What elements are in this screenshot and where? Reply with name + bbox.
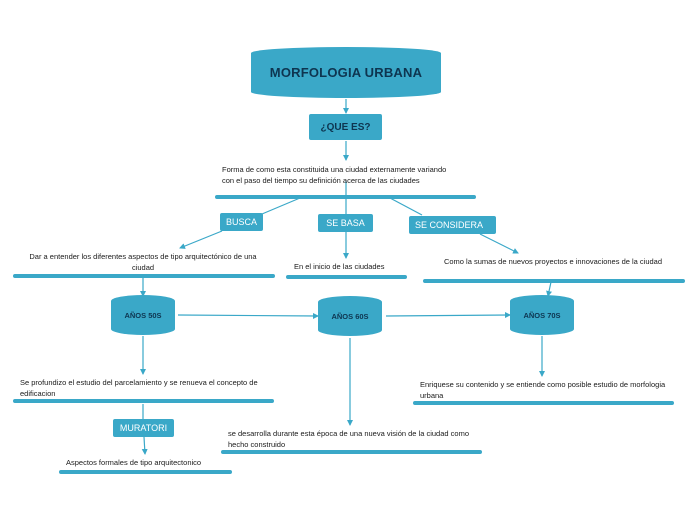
muratori-text: Aspectos formales de tipo arquitectonico <box>66 458 202 467</box>
link-anos60-anos70 <box>385 312 511 319</box>
muratori-label: MURATORI <box>119 423 168 433</box>
title-node[interactable]: MORFOLOGIA URBANA <box>251 47 441 98</box>
se-considera-underline <box>423 279 685 283</box>
anos-50-node[interactable]: AÑOS 50S <box>111 295 175 335</box>
se-considera-node[interactable]: SE CONSIDERA <box>409 216 496 234</box>
link-definition-busca <box>261 197 301 215</box>
anos-60-node[interactable]: AÑOS 60S <box>318 296 382 336</box>
busca-underline <box>13 274 275 278</box>
se-basa-label: SE BASA <box>326 218 365 228</box>
anos-70-underline <box>413 401 674 405</box>
anos-60-underline <box>221 450 482 454</box>
anos-60-text: se desarrolla durante esta época de una … <box>228 429 469 449</box>
se-basa-text: En el inicio de las ciudades <box>294 262 385 271</box>
definition-underline <box>215 195 476 199</box>
link-anos50-anos60 <box>177 312 319 319</box>
title-label: MORFOLOGIA URBANA <box>269 65 423 80</box>
que-es-label: ¿QUE ES? <box>320 121 371 133</box>
busca-node[interactable]: BUSCA <box>220 213 263 231</box>
anos-70-text: Enriquese su contenido y se entiende com… <box>420 380 666 400</box>
anos-50-label: AÑOS 50S <box>124 310 162 320</box>
link-muratori-text <box>141 436 148 455</box>
muratori-node[interactable]: MURATORI <box>113 419 174 437</box>
link-definition-seconsidera <box>389 197 423 216</box>
se-considera-text: Como la sumas de nuevos proyectos e inno… <box>443 257 663 266</box>
que-es-node[interactable]: ¿QUE ES? <box>309 114 382 140</box>
anos-70-label: AÑOS 70S <box>523 310 561 320</box>
muratori-underline <box>59 470 232 474</box>
se-basa-node[interactable]: SE BASA <box>318 214 373 232</box>
anos-60-label: AÑOS 60S <box>331 311 369 321</box>
link-busca-text <box>179 230 223 249</box>
busca-label: BUSCA <box>225 217 257 227</box>
anos-50-underline <box>13 399 274 403</box>
se-considera-label: SE CONSIDERA <box>415 220 484 230</box>
anos-50-text: Se profundizo el estudio del parcelamien… <box>20 378 258 398</box>
link-seconsidera-text <box>479 233 519 254</box>
busca-text: Dar a entender los diferentes aspectos d… <box>29 252 257 272</box>
link-seconsidera-anos70 <box>546 281 552 297</box>
se-basa-underline <box>286 275 407 279</box>
definition-text: Forma de como esta constituida una ciuda… <box>222 165 447 185</box>
anos-70-node[interactable]: AÑOS 70S <box>510 295 574 335</box>
